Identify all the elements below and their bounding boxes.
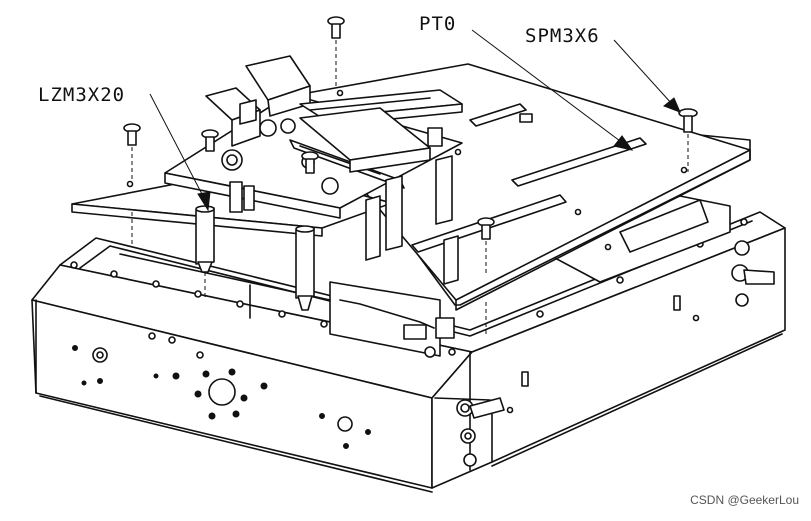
label-lzm3x20: LZM3X20 <box>38 84 126 106</box>
side-face-details <box>456 240 775 467</box>
screw-board-left <box>201 129 219 152</box>
label-pt0: PT0 <box>419 13 457 35</box>
screw-board-mid <box>301 151 319 174</box>
screw-plate-front <box>477 217 495 334</box>
leader-lines <box>149 29 681 212</box>
inner-chassis-parts <box>119 195 731 358</box>
front-face-holes <box>72 345 371 449</box>
screw-left <box>123 123 141 182</box>
screws <box>123 16 698 334</box>
screw-top <box>327 16 345 86</box>
screw-spm <box>678 108 698 172</box>
standoffs <box>195 155 459 311</box>
label-spm3x6: SPM3X6 <box>525 25 600 47</box>
watermark: CSDN @GeekerLou <box>690 493 799 507</box>
